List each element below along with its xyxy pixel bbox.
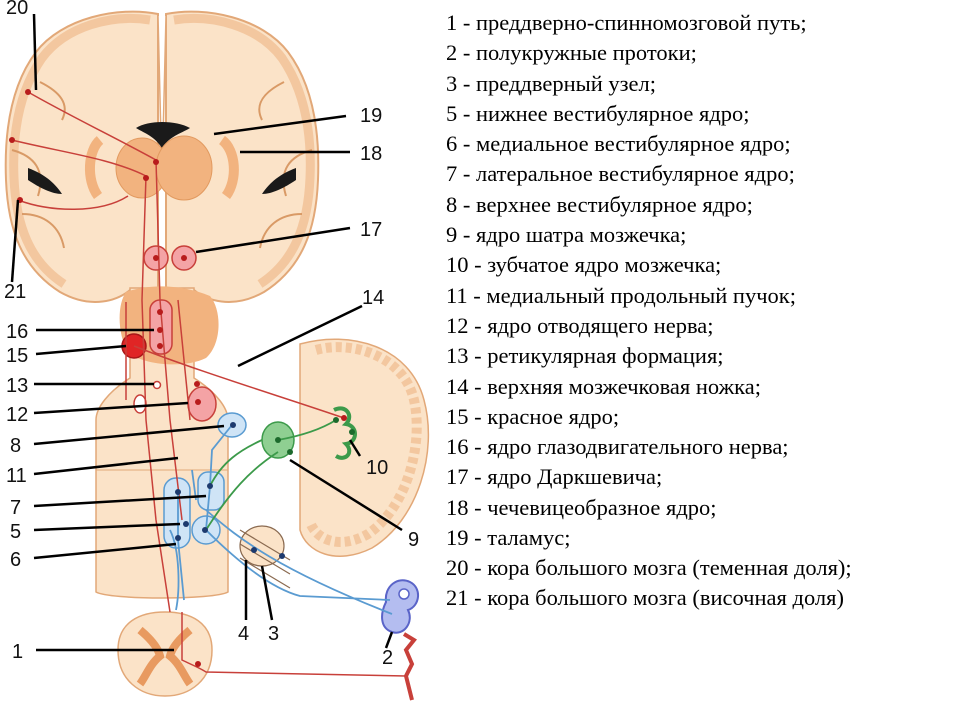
legend-item: 16 - ядро глазодвигательного нерва; — [446, 434, 789, 460]
legend-item: 19 - таламус; — [446, 525, 571, 551]
callout-9: 9 — [408, 529, 419, 551]
legend-item: 12 - ядро отводящего нерва; — [446, 312, 714, 338]
callout-13: 13 — [6, 375, 28, 397]
legend-list: 1 - преддверно-спинномозговой путь; 2 - … — [446, 8, 952, 613]
callout-20: 20 — [6, 0, 28, 19]
cerebellar-pathways — [205, 419, 337, 531]
red-neuron-dots — [9, 89, 347, 667]
vestibular-pathways-diagram: 20 19 18 17 21 14 16 15 13 12 8 11 10 7 … — [4, 0, 430, 701]
callout-numbers: 20 19 18 17 21 14 16 15 13 12 8 11 10 7 … — [4, 0, 419, 669]
legend-item: 21 - кора большого мозга (височная доля) — [446, 585, 844, 611]
legend-item: 13 - ретикулярная формация; — [446, 343, 724, 369]
legend-item: 17 - ядро Даркшевича; — [446, 464, 663, 490]
callout-10: 10 — [366, 457, 388, 479]
callout-15: 15 — [6, 345, 28, 367]
callout-6: 6 — [10, 549, 21, 571]
callout-16: 16 — [6, 321, 28, 343]
legend-item: 1 - преддверно-спинномозговой путь; — [446, 10, 807, 35]
vestibular-pathways — [169, 424, 393, 615]
motor-pathways — [11, 91, 407, 677]
cerebrum-section — [4, 10, 320, 303]
callout-11: 11 — [6, 465, 27, 487]
legend-item: 15 - красное ядро; — [446, 403, 620, 429]
callout-3: 3 — [268, 623, 279, 645]
callout-18: 18 — [360, 143, 382, 165]
legend-item: 14 - верхняя мозжечковая ножка; — [446, 373, 761, 399]
callout-17: 17 — [360, 219, 382, 241]
neuron-dots — [175, 422, 285, 559]
legend-item: 5 - нижнее вестибулярное ядро; — [446, 100, 750, 126]
legend-item: 9 - ядро шатра мозжечка; — [446, 222, 687, 248]
callout-21: 21 — [4, 281, 26, 303]
legend-item: 8 - верхнее вестибулярное ядро; — [446, 191, 753, 217]
legend-item: 3 - преддверный узел; — [446, 70, 657, 96]
callout-19: 19 — [360, 105, 382, 127]
legend-item: 7 - латеральное вестибулярное ядро; — [446, 161, 795, 187]
legend-item: 20 - кора большого мозга (теменная доля)… — [446, 555, 852, 581]
cerebellum — [299, 338, 430, 557]
callout-2: 2 — [382, 647, 393, 669]
callout-1: 1 — [12, 641, 23, 663]
callout-14: 14 — [362, 287, 384, 309]
legend-item: 11 - медиальный продольный пучок; — [446, 282, 796, 308]
callout-4: 4 — [238, 623, 249, 645]
callout-8: 8 — [10, 435, 21, 457]
spinal-cord-section — [117, 611, 213, 697]
legend-item: 18 - чечевицеобразное ядро; — [446, 494, 717, 520]
legend-item: 10 - зубчатое ядро мозжечка; — [446, 252, 722, 278]
legend-item: 6 - медиальное вестибулярное ядро; — [446, 131, 791, 157]
inner-ear — [381, 579, 419, 701]
nuclei — [121, 245, 295, 567]
green-neuron-dots — [275, 417, 355, 455]
callout-5: 5 — [10, 521, 21, 543]
leader-lines — [10, 13, 403, 652]
legend-item: 2 - полукружные протоки; — [446, 40, 697, 66]
callout-7: 7 — [10, 497, 21, 519]
callout-12: 12 — [6, 404, 28, 426]
